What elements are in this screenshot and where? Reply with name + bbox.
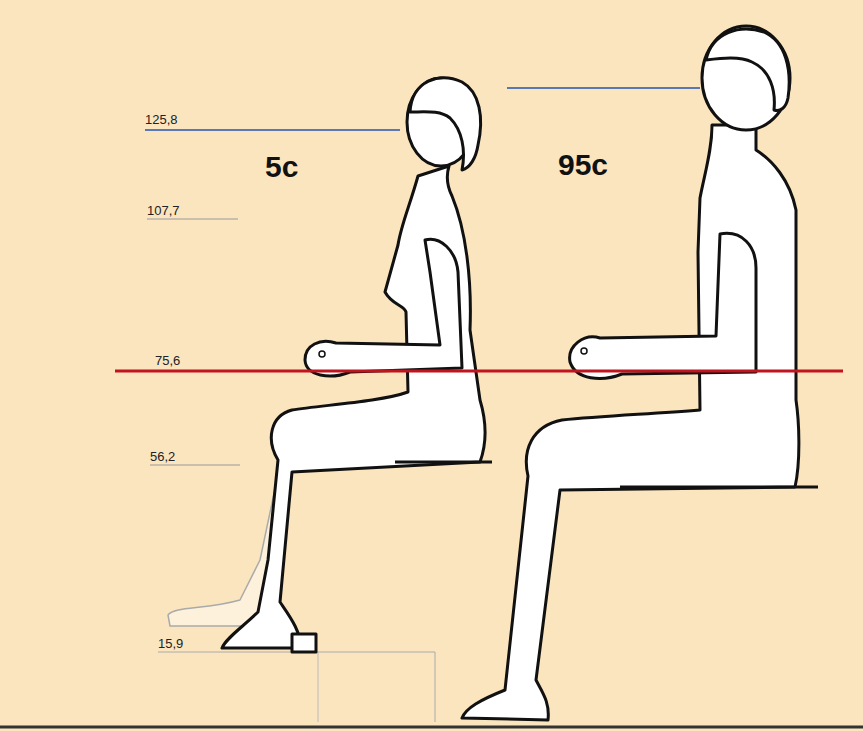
- dimension-value: 15,9: [158, 637, 183, 650]
- fist: [581, 348, 587, 354]
- seat: [620, 486, 818, 489]
- footrest-outline: [318, 652, 319, 722]
- male-body: [462, 125, 799, 720]
- reference-lines: [0, 88, 863, 727]
- eye-line: [507, 87, 700, 89]
- female-figure: [168, 78, 492, 652]
- male-head: [702, 26, 790, 130]
- seat: [395, 461, 492, 464]
- footrest-outline: [158, 652, 435, 722]
- table-height-line: [115, 370, 843, 373]
- female-arm: [305, 239, 462, 376]
- fist: [319, 351, 325, 357]
- shoe-heel: [292, 634, 316, 652]
- dimension-value: 107,7: [147, 204, 180, 217]
- seat-line: [150, 465, 240, 466]
- male-figure: [462, 26, 818, 720]
- percentile-label: 95c: [558, 150, 608, 180]
- dimension-value: 56,2: [150, 450, 175, 463]
- dimension-value: 75,6: [155, 354, 180, 367]
- hair: [706, 29, 789, 110]
- male-arm: [570, 233, 756, 378]
- hair: [410, 78, 481, 170]
- floor-line: [0, 726, 863, 729]
- female-body: [222, 166, 485, 648]
- dimension-value: 125,8: [145, 113, 178, 126]
- eye-line: [145, 129, 400, 131]
- shoulder-line: [147, 219, 238, 220]
- percentile-label: 5c: [265, 152, 298, 182]
